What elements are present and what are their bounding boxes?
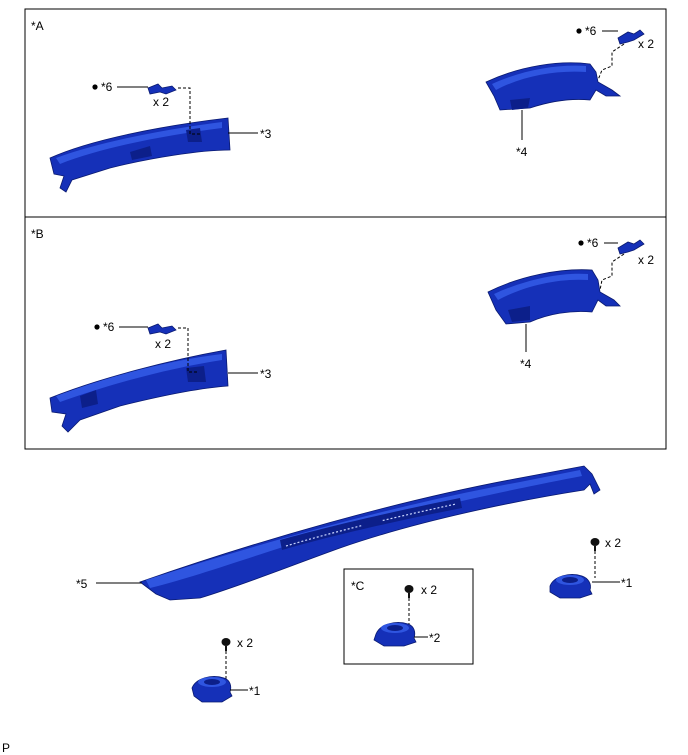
screw-icon-right [590,538,600,551]
instrument-panel-pad [139,465,601,601]
panel-b-frame [24,216,667,450]
bullet-icon-b-right [578,240,584,246]
speaker-icon-c [373,622,417,647]
bullet-icon-b-left [94,324,100,330]
pillar-garnish-right-a [485,62,622,111]
clip-icon-a-right [617,29,645,45]
screw-icon-c [404,585,414,598]
clip-icon-a-left [147,83,177,95]
callout-a-clip-right-qty: x 2 [638,37,654,51]
callout-bottom-screw-qty: x 2 [237,636,253,650]
speaker-icon-right [549,574,593,599]
footer-code: P [2,741,10,755]
panel-c-label: *C [351,579,365,593]
panel-b-label: *B [31,227,44,241]
panel-a-label: *A [31,19,44,33]
pillar-garnish-left-b [49,349,229,433]
callout-c-speaker: *2 [429,631,441,645]
callout-b-part-right: *4 [520,357,532,371]
callout-b-clip-right-qty: x 2 [638,253,654,267]
clip-icon-b-right [617,239,645,255]
callout-a-clip-left-qty: x 2 [153,95,169,109]
callout-b-clip-left: *6 [103,320,115,334]
callout-right-screw-qty: x 2 [605,536,621,550]
callout-b-clip-right: *6 [587,236,599,250]
callout-dash-panel: *5 [76,577,88,591]
callout-a-clip-right: *6 [585,24,597,38]
panel-a-frame [24,8,667,218]
bullet-icon-a-left [92,84,98,90]
callout-b-part-left: *3 [260,367,272,381]
bullet-icon-a-right [576,28,582,34]
callout-b-clip-left-qty: x 2 [155,337,171,351]
speaker-icon-bottom [191,676,233,703]
callout-right-speaker: *1 [621,576,633,590]
panel-c-frame [343,568,474,665]
callout-c-screw-qty: x 2 [421,583,437,597]
screw-icon-bottom [221,638,231,651]
callout-a-part-right: *4 [516,145,528,159]
callout-bottom-speaker: *1 [249,684,261,698]
callout-a-part-left: *3 [260,127,272,141]
pillar-garnish-right-b [487,269,621,325]
callout-a-clip-left: *6 [101,80,113,94]
pillar-garnish-left-a [49,117,231,193]
clip-icon-b-left [147,323,177,335]
